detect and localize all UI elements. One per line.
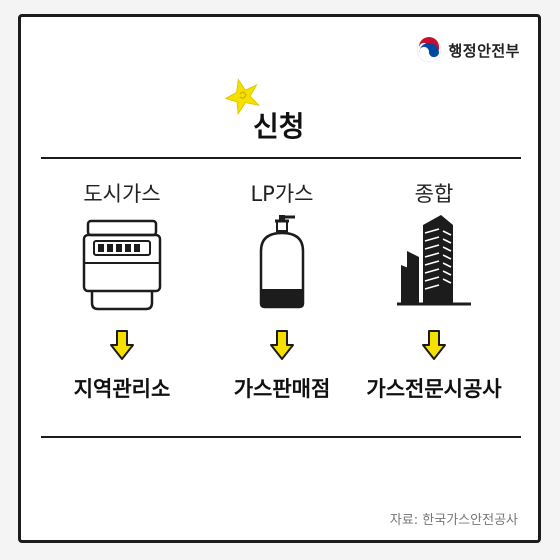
bottom-divider: [41, 436, 521, 438]
column-city-gas: 도시가스 지역관리소: [37, 177, 207, 403]
top-divider: [41, 157, 521, 159]
ministry-name: 행정안전부: [448, 41, 520, 60]
gas-cylinder-icon: [259, 215, 305, 309]
title-block: 신청: [221, 75, 341, 145]
column-general: 종합: [349, 177, 519, 403]
destination-label: 가스판매점: [233, 377, 331, 401]
column-label: 도시가스: [83, 182, 161, 206]
taegeuk-icon: [417, 37, 442, 63]
gas-meter-icon: [82, 219, 162, 311]
ministry-logo: 행정안전부: [416, 37, 520, 63]
column-label: 종합: [414, 182, 454, 206]
destination-label: 가스전문시공사: [366, 377, 502, 401]
column-lp-gas: LP가스 가스판매점: [197, 177, 367, 403]
column-label: LP가스: [250, 182, 314, 206]
building-icon: [397, 215, 471, 306]
page-title: 신청: [253, 110, 305, 143]
destination-label: 지역관리소: [73, 377, 171, 401]
down-arrow-icon: [270, 330, 294, 360]
source-caption: 자료: 한국가스안전공사: [389, 513, 518, 528]
down-arrow-icon: [110, 330, 134, 360]
down-arrow-icon: [422, 330, 446, 360]
star-icon: [224, 78, 261, 116]
info-card: 행정안전부 신청 도시가스: [18, 14, 541, 543]
